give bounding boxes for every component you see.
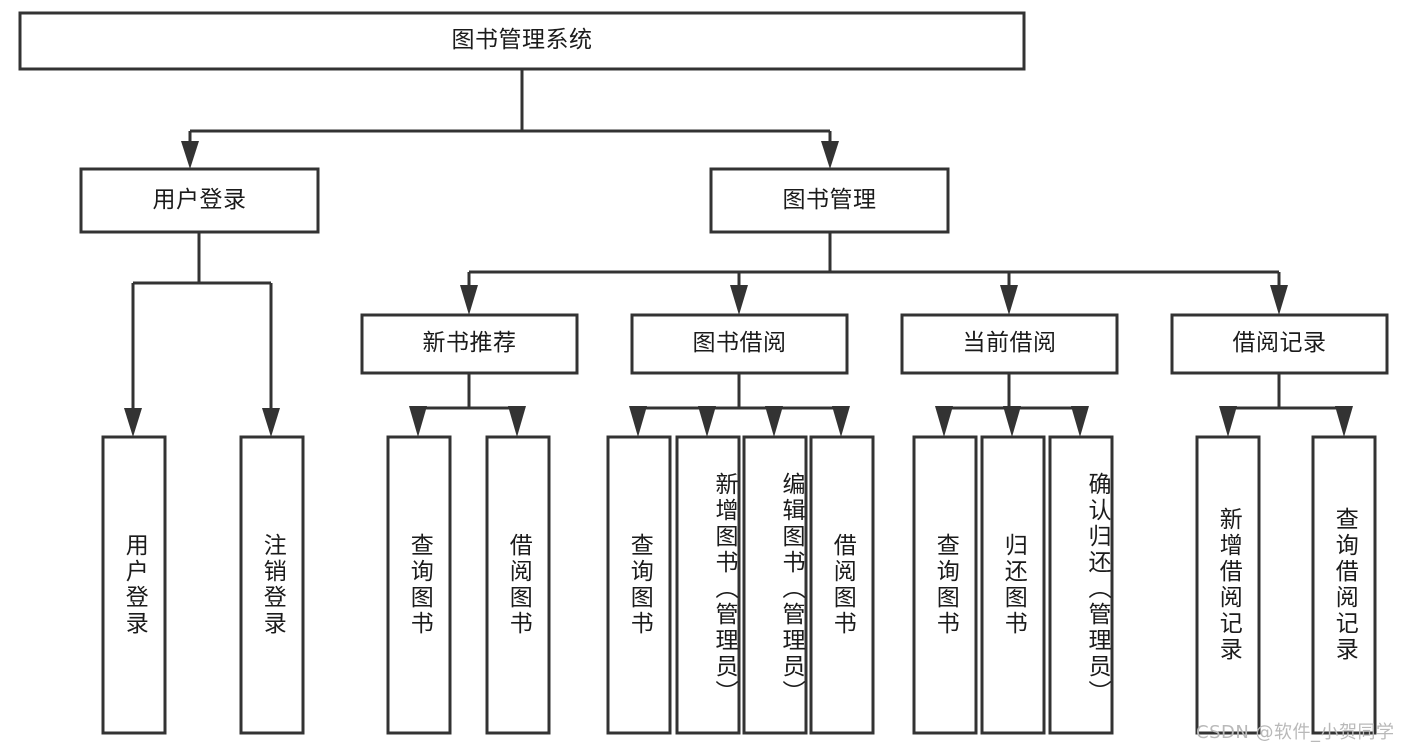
node-box-leaf-bb-query[interactable] bbox=[606, 435, 672, 735]
node-box-leaf-bb-edit[interactable] bbox=[742, 435, 808, 735]
node-box-leaf-logout[interactable] bbox=[239, 435, 305, 735]
arrowhead-cb-confirm bbox=[1071, 406, 1089, 437]
edge-group bbox=[124, 69, 1353, 437]
arrowhead-rec-query bbox=[409, 406, 427, 437]
arrowhead-leaf-user-login bbox=[124, 408, 142, 437]
arrowhead-new-book-rec bbox=[460, 285, 478, 315]
arrowhead-bb-add bbox=[698, 406, 716, 437]
node-box-book-manage[interactable] bbox=[709, 167, 950, 234]
node-box-leaf-cb-confirm[interactable] bbox=[1048, 435, 1114, 735]
node-box-leaf-bb-borrow[interactable] bbox=[809, 435, 875, 735]
arrowhead-rec-borrow bbox=[508, 406, 526, 437]
node-box-root[interactable] bbox=[18, 11, 1026, 71]
arrowhead-br-query bbox=[1335, 406, 1353, 437]
arrowhead-cb-query bbox=[935, 406, 953, 437]
node-box-leaf-br-query[interactable] bbox=[1311, 435, 1377, 735]
node-box-borrow-record[interactable] bbox=[1170, 313, 1389, 375]
arrowhead-cb-return bbox=[1003, 406, 1021, 437]
node-box-group bbox=[18, 11, 1389, 735]
arrowhead-bb-edit bbox=[765, 406, 783, 437]
node-box-new-book-rec[interactable] bbox=[360, 313, 579, 375]
csdn-watermark: CSDN @软件_小贺同学 bbox=[1196, 722, 1395, 743]
node-box-leaf-rec-borrow[interactable] bbox=[485, 435, 551, 735]
node-box-leaf-br-add[interactable] bbox=[1195, 435, 1261, 735]
arrowhead-user-login bbox=[181, 141, 199, 169]
arrowhead-bb-query bbox=[629, 406, 647, 437]
node-box-leaf-user-login[interactable] bbox=[101, 435, 167, 735]
node-box-leaf-cb-return[interactable] bbox=[980, 435, 1046, 735]
arrowhead-current-borrow bbox=[1000, 285, 1018, 315]
node-box-user-login[interactable] bbox=[79, 167, 320, 234]
arrowhead-book-manage bbox=[821, 141, 839, 169]
arrowhead-book-borrow bbox=[730, 285, 748, 315]
node-box-leaf-bb-add[interactable] bbox=[675, 435, 741, 735]
arrowhead-borrow-record bbox=[1270, 285, 1288, 315]
node-box-book-borrow[interactable] bbox=[630, 313, 849, 375]
node-box-leaf-cb-query[interactable] bbox=[912, 435, 978, 735]
arrowhead-bb-borrow bbox=[832, 406, 850, 437]
arrowhead-br-add bbox=[1219, 406, 1237, 437]
arrowhead-leaf-logout bbox=[262, 408, 280, 437]
node-box-current-borrow[interactable] bbox=[900, 313, 1119, 375]
node-box-leaf-rec-query[interactable] bbox=[386, 435, 452, 735]
